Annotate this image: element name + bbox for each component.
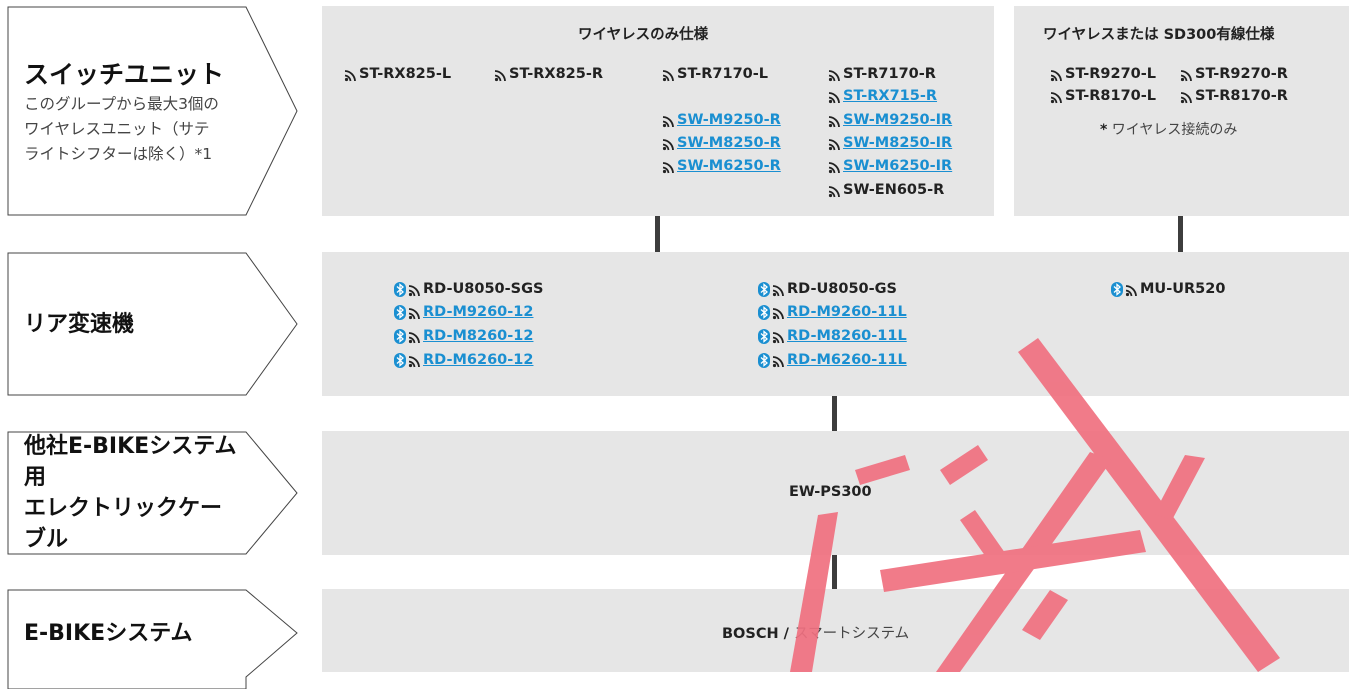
device-item: ST-R7170-R: [828, 64, 936, 84]
device-item: ST-R8170-R: [1180, 86, 1288, 106]
device-link[interactable]: RD-M6260-12: [394, 350, 533, 370]
device-item: RD-U8050-SGS: [394, 279, 543, 299]
panel-title: ワイヤレスのみ仕様: [578, 27, 709, 43]
system-separator: /: [778, 626, 795, 642]
device-item: MU-UR520: [1111, 279, 1225, 299]
device-link[interactable]: RD-M8260-11L: [758, 326, 907, 346]
device-link[interactable]: SW-M8250-R: [662, 133, 781, 153]
cable-title-line-1: 他社E-BIKEシステム用: [24, 434, 237, 490]
connector-rear-to-cable: [832, 396, 837, 431]
wireless-icon: [1125, 283, 1138, 296]
switch-unit-title: スイッチユニット: [24, 60, 225, 89]
device-link[interactable]: RD-M6260-11L: [758, 350, 907, 370]
arrow-shape: [7, 252, 298, 396]
wireless-icon: [1180, 68, 1193, 81]
wireless-icon: [662, 137, 675, 150]
wireless-icon: [828, 90, 841, 103]
rear-derailleur-panel: RD-U8050-SGS RD-M9260-12 RD-M8260-12 RD-…: [322, 252, 1349, 396]
switch-panel-wireless-only: ワイヤレスのみ仕様 ST-RX825-L ST-RX825-R ST-R7170…: [322, 6, 994, 216]
bluetooth-icon: [758, 352, 770, 368]
device-link[interactable]: SW-M8250-IR: [828, 133, 952, 153]
system-label: BOSCH / スマートシステム: [722, 622, 909, 643]
panel-title: ワイヤレスまたは SD300有線仕様: [1043, 27, 1275, 43]
connector-cable-to-system: [832, 555, 837, 589]
device-link[interactable]: SW-M6250-IR: [828, 156, 952, 176]
wireless-icon: [1050, 68, 1063, 81]
device-item: ST-R8170-L: [1050, 86, 1156, 106]
wireless-icon: [408, 306, 421, 319]
wireless-icon: [494, 68, 507, 81]
wireless-icon: [662, 114, 675, 127]
system-name: スマートシステム: [794, 626, 910, 642]
device-item: ST-R9270-L: [1050, 64, 1156, 84]
system-brand: BOSCH: [722, 626, 779, 642]
device-item: ST-R9270-R: [1180, 64, 1288, 84]
device-item: ST-R7170-L: [662, 64, 768, 84]
switch-panel-wireless-or-wired: ワイヤレスまたは SD300有線仕様 ST-R9270-L ST-R9270-R…: [1014, 6, 1349, 216]
wireless-icon: [828, 184, 841, 197]
cable-label: EW-PS300: [789, 484, 872, 500]
switch-unit-desc-3: ライトシフターは除く）*1: [24, 145, 213, 163]
row-label-ebike-system: E-BIKEシステム: [0, 589, 300, 689]
bluetooth-icon: [758, 281, 770, 297]
wireless-icon: [828, 114, 841, 127]
arrow-shape: [7, 6, 298, 216]
wireless-icon: [772, 306, 785, 319]
connector-switch-to-rear: [655, 216, 660, 252]
system-panel: BOSCH / スマートシステム: [322, 589, 1349, 672]
device-item: RD-U8050-GS: [758, 279, 897, 299]
device-link[interactable]: SW-M9250-IR: [828, 110, 952, 130]
bluetooth-icon: [1111, 281, 1123, 297]
device-link[interactable]: SW-M9250-R: [662, 110, 781, 130]
wireless-icon: [828, 160, 841, 173]
wireless-icon: [408, 330, 421, 343]
bluetooth-icon: [758, 328, 770, 344]
device-link[interactable]: ST-RX715-R: [828, 86, 937, 106]
wireless-only-note: * ワイヤレス接続のみ: [1100, 122, 1238, 138]
switch-unit-desc-2: ワイヤレスユニット（サテ: [24, 120, 210, 138]
bluetooth-icon: [394, 328, 406, 344]
device-link[interactable]: RD-M9260-12: [394, 302, 533, 322]
wireless-icon: [772, 283, 785, 296]
bluetooth-icon: [758, 304, 770, 320]
row-label-cable: 他社E-BIKEシステム用 エレクトリックケーブル: [0, 431, 300, 555]
wireless-icon: [408, 354, 421, 367]
arrow-shape: [7, 431, 298, 555]
device-item: ST-RX825-L: [344, 64, 451, 84]
rear-derailleur-title: リア変速機: [24, 311, 135, 337]
device-item: SW-EN605-R: [828, 180, 944, 200]
bluetooth-icon: [394, 352, 406, 368]
wireless-icon: [408, 283, 421, 296]
wireless-icon: [662, 68, 675, 81]
cable-panel: EW-PS300: [322, 431, 1349, 555]
wireless-icon: [1050, 90, 1063, 103]
device-item: ST-RX825-R: [494, 64, 603, 84]
bluetooth-icon: [394, 281, 406, 297]
device-link[interactable]: SW-M6250-R: [662, 156, 781, 176]
row-label-switch-unit: スイッチユニット このグループから最大3個の ワイヤレスユニット（サテ ライトシ…: [0, 6, 300, 216]
switch-unit-desc-1: このグループから最大3個の: [24, 95, 219, 113]
wireless-icon: [828, 137, 841, 150]
cable-title-line-2: エレクトリックケーブル: [24, 496, 223, 552]
wireless-icon: [828, 68, 841, 81]
connector-switch2-to-rear: [1178, 216, 1183, 252]
wireless-icon: [1180, 90, 1193, 103]
row-label-rear-derailleur: リア変速機: [0, 252, 300, 396]
device-link[interactable]: RD-M8260-12: [394, 326, 533, 346]
wireless-icon: [772, 354, 785, 367]
wireless-icon: [662, 160, 675, 173]
bluetooth-icon: [394, 304, 406, 320]
device-link[interactable]: RD-M9260-11L: [758, 302, 907, 322]
wireless-icon: [344, 68, 357, 81]
wireless-icon: [772, 330, 785, 343]
ebike-system-title: E-BIKEシステム: [24, 621, 193, 646]
